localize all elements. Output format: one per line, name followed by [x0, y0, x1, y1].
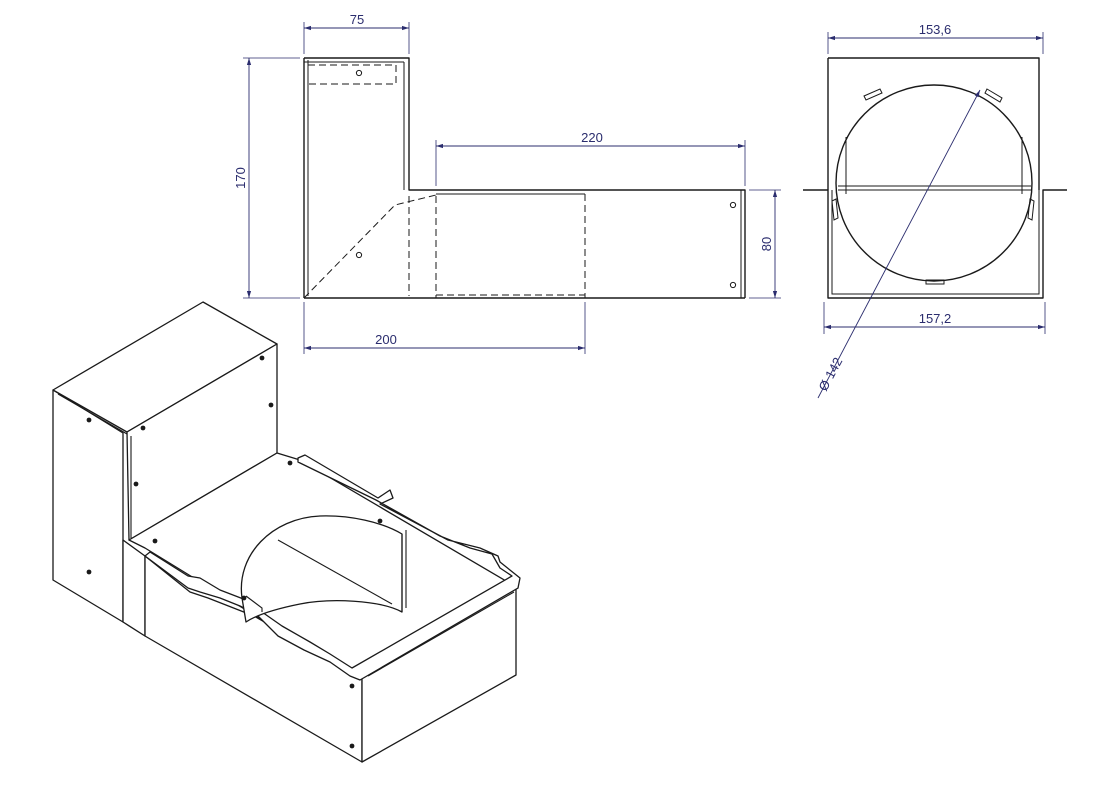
mounting-hole: [241, 595, 247, 601]
mounting-hole: [349, 743, 355, 749]
side-view-dimensions: 75 170 220 80 200: [233, 12, 781, 354]
dim-front-bottom-width: 157,2: [919, 311, 952, 326]
dim-front-top-width: 153,6: [919, 22, 952, 37]
dim-side-height: 170: [233, 167, 248, 189]
dim-duct-length: 220: [581, 130, 603, 145]
mounting-hole: [152, 538, 158, 544]
dim-diameter: Ø 142: [815, 355, 845, 394]
mounting-hole: [355, 251, 363, 259]
mounting-hole: [86, 569, 92, 575]
duct-circle: [835, 84, 1033, 282]
dim-base-length: 200: [375, 332, 397, 347]
isometric-view: [52, 301, 521, 763]
diameter-value: 142: [822, 355, 845, 381]
mounting-hole: [729, 201, 737, 209]
mounting-hole: [377, 518, 383, 524]
mounting-hole: [259, 355, 265, 361]
mounting-hole: [287, 460, 293, 466]
mounting-hole: [729, 281, 737, 289]
mounting-hole: [133, 481, 139, 487]
dim-side-width: 75: [350, 12, 364, 27]
diameter-symbol: Ø: [815, 377, 833, 393]
mounting-hole: [355, 69, 363, 77]
dim-duct-height: 80: [759, 237, 774, 251]
front-view: [803, 57, 1067, 399]
side-view: [303, 57, 746, 299]
mounting-hole: [86, 417, 92, 423]
mounting-hole: [268, 402, 274, 408]
mounting-hole: [140, 425, 146, 431]
mounting-hole: [349, 683, 355, 689]
